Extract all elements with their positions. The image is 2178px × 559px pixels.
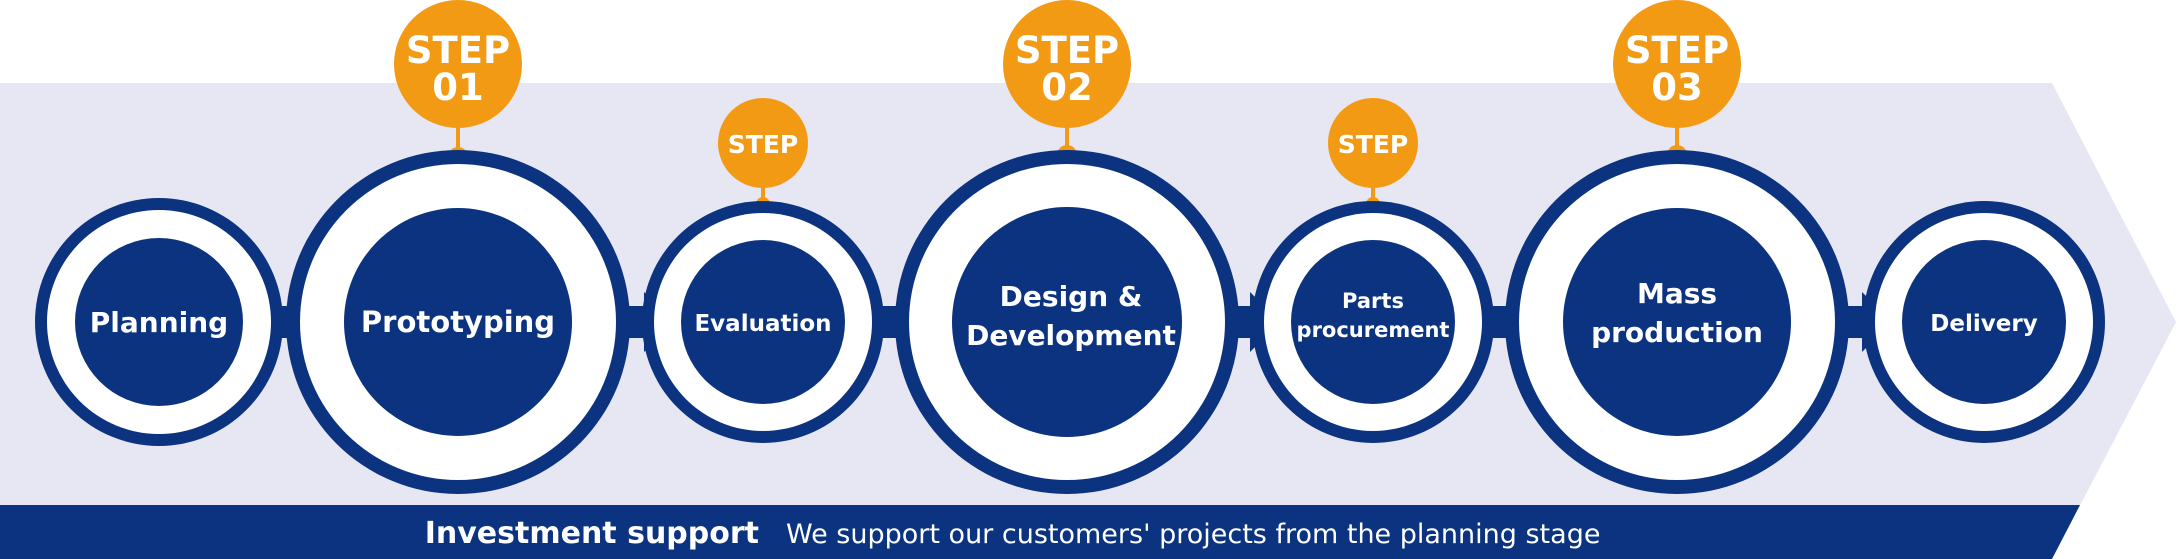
stage-planning: Planning [35,198,283,446]
stage-label-line2: procurement [1297,318,1450,342]
stage-prototyping: Prototyping STEP 01 [286,0,630,494]
stage-core [1563,208,1791,436]
stage-label-line1: Mass [1637,277,1717,310]
step-badge [1613,0,1741,128]
stage-label-line2: Development [966,319,1176,352]
stage-core [75,238,243,406]
stage-core [344,208,572,436]
stage-mass-production: Mass production STEP 03 [1505,0,1849,494]
stage-core [1291,240,1455,404]
stage-core [1902,240,2066,404]
step-badge [718,98,808,188]
step-badge-number: 01 [432,66,484,109]
stage-delivery: Delivery [1863,201,2105,443]
step-badge-label: STEP [406,29,510,72]
step-badge [1328,98,1418,188]
step-badge [1003,0,1131,128]
step-badge [394,0,522,128]
step-badge-number: 03 [1651,66,1703,109]
step-badge-number: 02 [1041,66,1093,109]
step-badge-label: STEP [1625,29,1729,72]
stage-label-line2: production [1591,316,1763,349]
stage-label: Evaluation [694,311,831,337]
step-badge-label: STEP [1015,29,1119,72]
investment-support-banner [0,505,2080,559]
stage-core [952,207,1182,437]
stage-evaluation: Evaluation STEP [642,98,884,443]
stage-label-line1: Parts [1342,289,1404,313]
stage-core [681,240,845,404]
stage-design-development: Design & Development STEP 02 [895,0,1239,494]
step-badge-label: STEP [1338,130,1408,159]
stage-label: Delivery [1930,311,2037,337]
stage-label: Planning [90,306,228,339]
stage-label-line1: Design & [1000,280,1143,313]
stage-parts-procurement: Parts procurement STEP [1252,98,1494,443]
banner-subtitle: We support our customers' projects from … [786,519,1600,550]
step-badge-label: STEP [728,130,798,159]
stage-label: Prototyping [361,305,555,339]
banner-title: Investment support [425,516,759,551]
